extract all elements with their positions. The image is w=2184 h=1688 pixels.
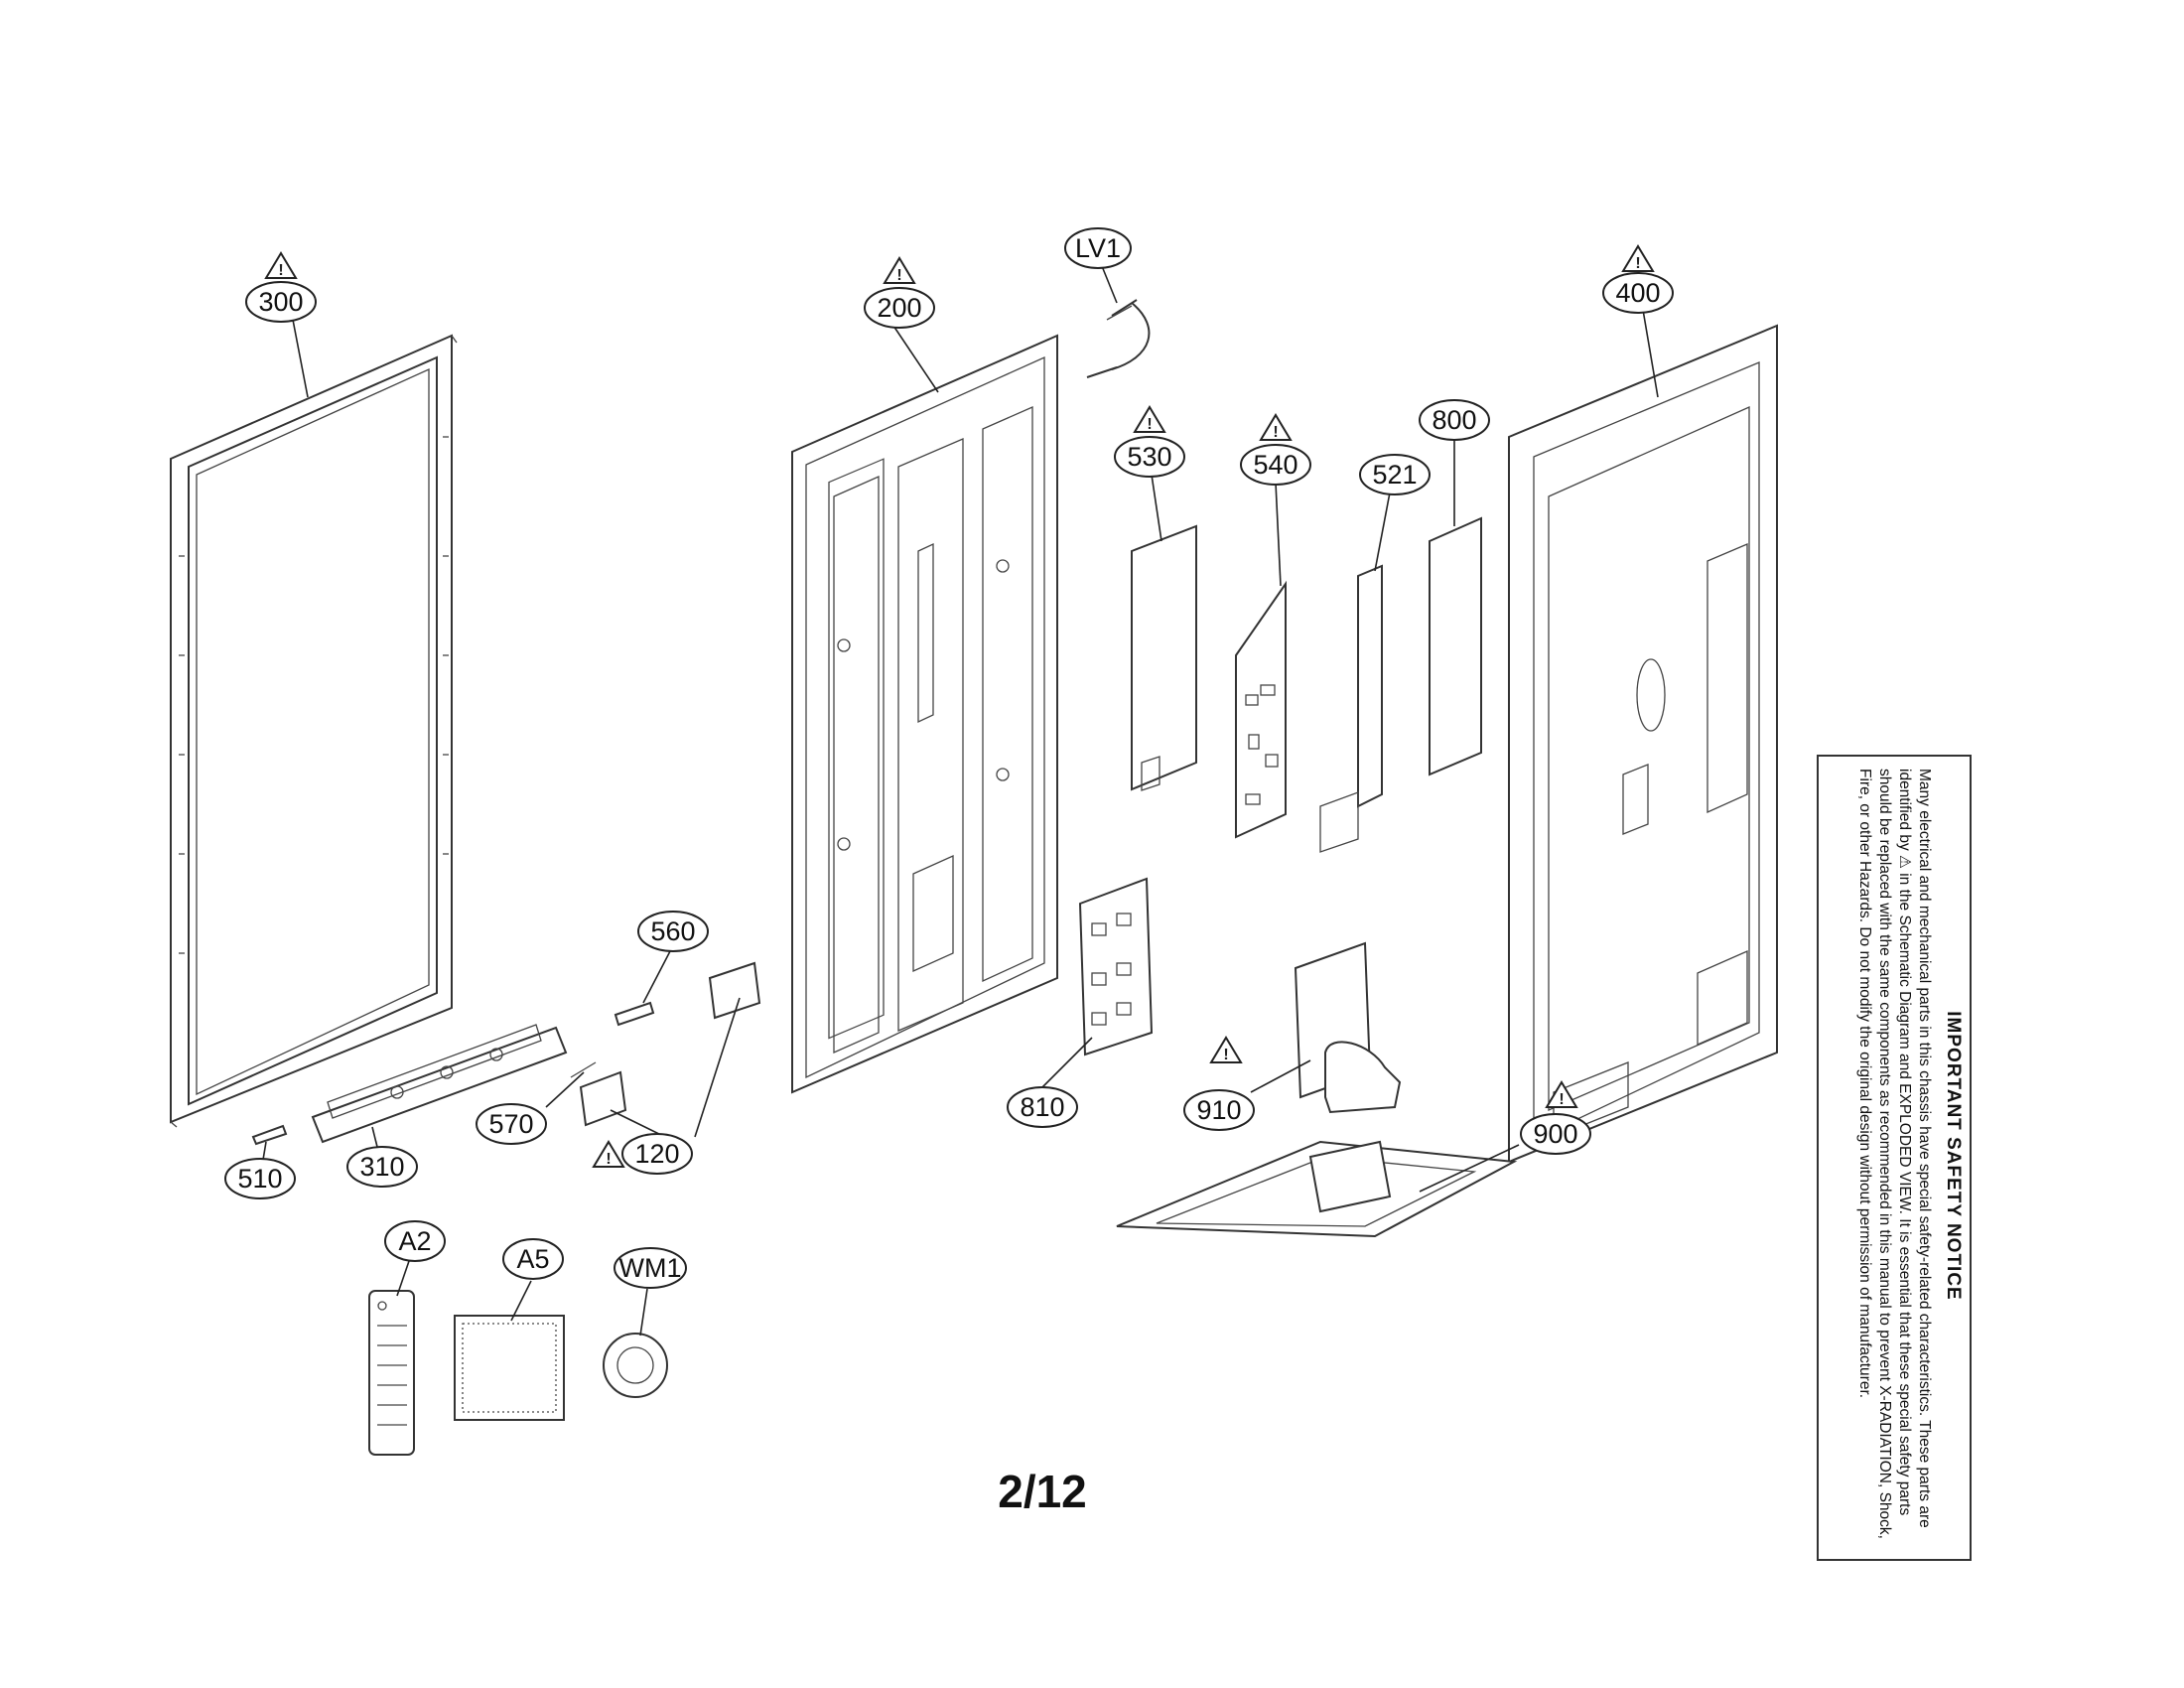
svg-text:!: ! xyxy=(896,267,901,284)
part-stand-base xyxy=(1116,1140,1518,1238)
callout-wm1: WM1 xyxy=(614,1247,687,1289)
part-manual xyxy=(454,1315,565,1421)
warning-triangle-icon: ! xyxy=(1209,1036,1243,1063)
callout-400: 400 xyxy=(1602,272,1674,314)
callout-521: 521 xyxy=(1359,454,1431,495)
callout-910: 910 xyxy=(1183,1089,1255,1131)
svg-text:570: 570 xyxy=(488,1109,533,1139)
callout-570: 570 xyxy=(476,1103,547,1145)
callout-560: 560 xyxy=(637,911,709,952)
part-insulator-sheet xyxy=(1429,516,1482,776)
callout-540: 540 xyxy=(1240,444,1311,486)
svg-text:WM1: WM1 xyxy=(619,1253,682,1283)
callout-a5: A5 xyxy=(502,1238,564,1280)
part-remote-control xyxy=(368,1290,415,1456)
svg-text:910: 910 xyxy=(1196,1095,1241,1125)
warning-triangle-icon: ! xyxy=(264,251,298,279)
svg-text:!: ! xyxy=(1223,1047,1228,1063)
svg-text:510: 510 xyxy=(237,1164,282,1194)
warning-triangle-icon: ! xyxy=(1259,413,1293,441)
callout-120: 120 xyxy=(621,1133,693,1175)
part-560-connector xyxy=(614,1001,655,1027)
svg-text:560: 560 xyxy=(650,916,695,946)
callout-530: 530 xyxy=(1114,436,1185,478)
warning-triangle-icon: ! xyxy=(883,256,916,284)
callout-a2: A2 xyxy=(384,1220,446,1262)
part-wall-mount-kit xyxy=(603,1333,668,1398)
page-number: 2/12 xyxy=(998,1466,1087,1517)
svg-text:!: ! xyxy=(1147,416,1152,433)
svg-text:810: 810 xyxy=(1020,1092,1064,1122)
callout-800: 800 xyxy=(1419,399,1490,441)
part-wall-bracket xyxy=(1078,877,1154,1056)
part-120-speaker-left xyxy=(579,1070,627,1127)
svg-text:!: ! xyxy=(278,262,283,279)
svg-text:!: ! xyxy=(1273,424,1278,441)
svg-text:A5: A5 xyxy=(516,1244,549,1274)
callout-200: 200 xyxy=(864,287,935,329)
safety-notice-box xyxy=(1817,755,1972,1561)
svg-text:!: ! xyxy=(1635,255,1640,272)
part-power-board xyxy=(1131,524,1197,791)
svg-text:!: ! xyxy=(606,1151,611,1168)
safety-notice-title: IMPORTANT SAFETY NOTICE xyxy=(1943,1011,1964,1301)
callout-510: 510 xyxy=(224,1158,296,1199)
svg-text:540: 540 xyxy=(1253,450,1297,480)
part-side-board xyxy=(1319,564,1383,853)
warning-triangle-icon: ! xyxy=(592,1140,625,1168)
svg-text:LV1: LV1 xyxy=(1075,233,1121,263)
part-570-cable xyxy=(570,1061,597,1078)
svg-text:A2: A2 xyxy=(398,1226,431,1256)
svg-text:800: 800 xyxy=(1432,405,1476,435)
part-bottom-speaker xyxy=(311,1024,568,1144)
leader-lines xyxy=(262,265,1659,1336)
svg-text:900: 900 xyxy=(1533,1119,1577,1149)
part-main-frame xyxy=(791,334,1058,1094)
safety-notice: IMPORTANT SAFETY NOTICE Many electrical … xyxy=(1817,755,1968,1557)
svg-text:300: 300 xyxy=(258,287,303,317)
callout-900: 900 xyxy=(1520,1113,1591,1155)
part-stand-neck xyxy=(1294,941,1402,1114)
warning-triangle-icon: ! xyxy=(1545,1080,1578,1108)
svg-text:120: 120 xyxy=(634,1139,679,1169)
safety-notice-body: Many electrical and mechanical parts in … xyxy=(1856,769,1933,1539)
callout-lv1: LV1 xyxy=(1064,227,1132,269)
svg-text:521: 521 xyxy=(1372,460,1417,490)
part-120-speaker-right xyxy=(708,961,761,1020)
svg-text:530: 530 xyxy=(1127,442,1171,472)
part-510-button xyxy=(251,1124,288,1146)
warning-triangle-icon: ! xyxy=(1621,244,1655,272)
callout-310: 310 xyxy=(346,1146,418,1188)
svg-text:310: 310 xyxy=(359,1152,404,1182)
warning-triangle-icon: ! xyxy=(1133,405,1166,433)
callout-300: 300 xyxy=(245,281,317,323)
callout-810: 810 xyxy=(1007,1086,1078,1128)
part-lvds-cable xyxy=(1086,299,1151,378)
part-back-cover xyxy=(1508,324,1778,1164)
svg-text:400: 400 xyxy=(1615,278,1660,308)
part-front-bezel xyxy=(170,334,458,1128)
svg-text:200: 200 xyxy=(877,293,921,323)
part-main-board xyxy=(1235,580,1287,839)
svg-text:!: ! xyxy=(1559,1091,1564,1108)
